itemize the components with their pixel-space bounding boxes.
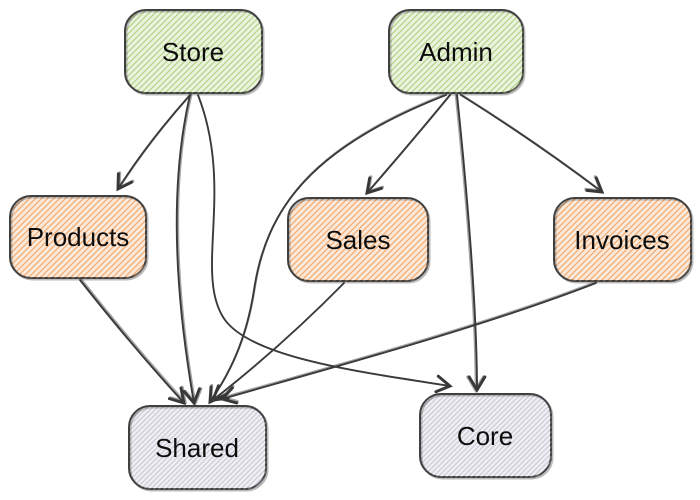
node-core-label: Core <box>457 421 513 451</box>
edge-products-shared-sketch <box>81 279 185 402</box>
node-products-label: Products <box>27 222 130 252</box>
node-invoices-label: Invoices <box>574 225 669 255</box>
edge-admin-invoices <box>460 94 605 194</box>
node-store: Store <box>124 9 265 96</box>
node-shared: Shared <box>128 405 269 492</box>
edge-store-shared <box>175 94 201 406</box>
edge-products-shared <box>79 279 186 406</box>
node-admin: Admin <box>388 9 526 96</box>
nodes-layer: Store Admin Products Sales Invoices Shar… <box>9 9 694 492</box>
edge-store-core <box>197 94 453 394</box>
node-shared-label: Shared <box>155 433 239 463</box>
node-core: Core <box>419 393 554 480</box>
node-products: Products <box>9 195 149 281</box>
node-sales: Sales <box>287 197 431 284</box>
node-sales-label: Sales <box>325 225 390 255</box>
node-invoices: Invoices <box>553 197 694 284</box>
node-admin-label: Admin <box>419 37 493 67</box>
edge-invoices-shared <box>219 282 597 405</box>
edge-admin-core <box>456 94 487 393</box>
edge-admin-core-sketch <box>456 95 476 390</box>
edges-layer <box>79 94 605 406</box>
node-store-label: Store <box>162 37 224 67</box>
